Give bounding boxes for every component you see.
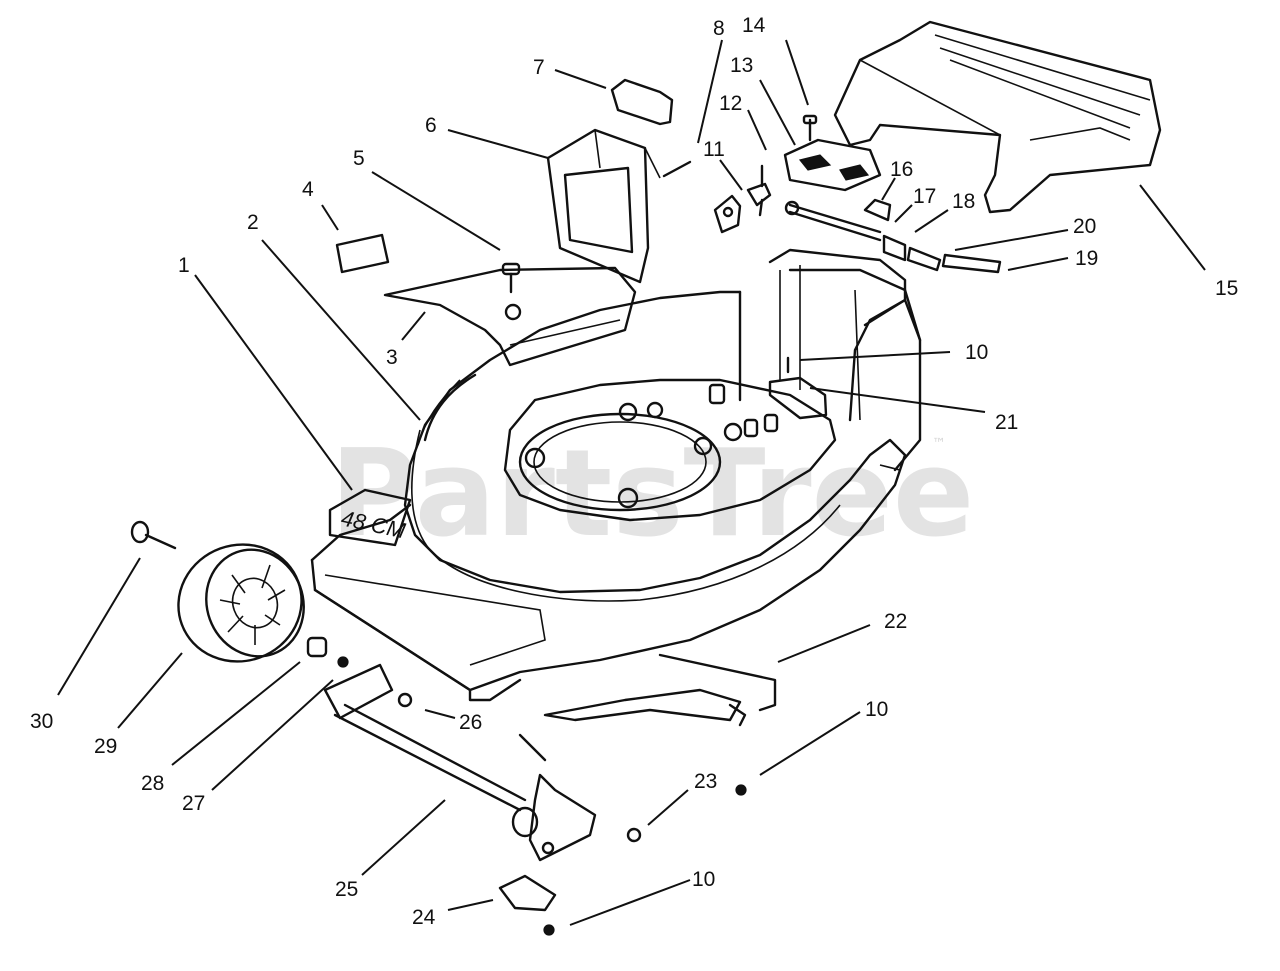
callout-13: 13: [730, 54, 753, 77]
screw-5: [501, 262, 521, 294]
callout-10-b: 10: [865, 698, 888, 721]
callout-28: 28: [141, 772, 164, 795]
baffle-part: [423, 373, 477, 442]
callout-1: 1: [178, 254, 190, 277]
pin-8: [662, 160, 692, 178]
callout-19: 19: [1075, 247, 1098, 270]
callout-25: 25: [335, 878, 358, 901]
plate-24: [498, 874, 557, 912]
callout-10-c: 10: [692, 868, 715, 891]
hinge-bracket: [713, 182, 772, 234]
callout-26: 26: [459, 711, 482, 734]
callout-10-a: 10: [965, 341, 988, 364]
callout-4: 4: [302, 178, 314, 201]
callout-11: 11: [703, 138, 725, 161]
wheel: [177, 543, 305, 663]
clip-23: [626, 827, 642, 843]
watermark-trademark: ™: [932, 436, 946, 452]
callout-27: 27: [182, 792, 205, 815]
bolt-10-b: [543, 924, 555, 936]
deflector-plate: [383, 266, 637, 367]
handle-bracket-13: [783, 138, 882, 192]
bushing-28: [306, 636, 328, 658]
rear-axle: [323, 663, 597, 862]
callout-23: 23: [694, 770, 717, 793]
bolt-10-a: [735, 784, 747, 796]
clip-16: [863, 198, 892, 222]
callout-14: 14: [742, 14, 766, 37]
nut-26: [397, 692, 413, 708]
callout-6: 6: [425, 114, 437, 137]
callout-21: 21: [995, 411, 1018, 434]
bracket-21: [768, 376, 828, 420]
callout-18: 18: [952, 190, 975, 213]
callout-8: 8: [713, 17, 725, 40]
callout-5: 5: [353, 147, 365, 170]
washer-27: [337, 656, 349, 668]
callout-17: 17: [913, 185, 936, 208]
hinge-rod: [784, 200, 1002, 274]
callout-16: 16: [890, 158, 913, 181]
bolt-30: [130, 520, 177, 550]
callout-22: 22: [884, 610, 907, 633]
callout-3: 3: [386, 346, 398, 369]
callout-2: 2: [247, 211, 259, 234]
callout-30: 30: [30, 710, 53, 733]
latch-7: [610, 78, 674, 126]
deck-housing: 48 CM: [310, 248, 922, 702]
callout-24: 24: [412, 906, 436, 929]
callout-12: 12: [719, 92, 742, 115]
callout-29: 29: [94, 735, 117, 758]
callout-7: 7: [533, 56, 545, 79]
rear-cover: [833, 20, 1162, 214]
decal-part: [335, 233, 390, 274]
rear-shield: [543, 653, 777, 727]
leader-lines: [57, 39, 1206, 926]
chute-door: [546, 128, 661, 284]
callout-15: 15: [1215, 277, 1238, 300]
callout-20: 20: [1073, 215, 1096, 238]
watermark-text: PartsTree: [330, 425, 974, 564]
callout-labels: 1 2 3 4 5 6 7 8 10 10 10 11 12 13 14 15 …: [30, 14, 1238, 929]
